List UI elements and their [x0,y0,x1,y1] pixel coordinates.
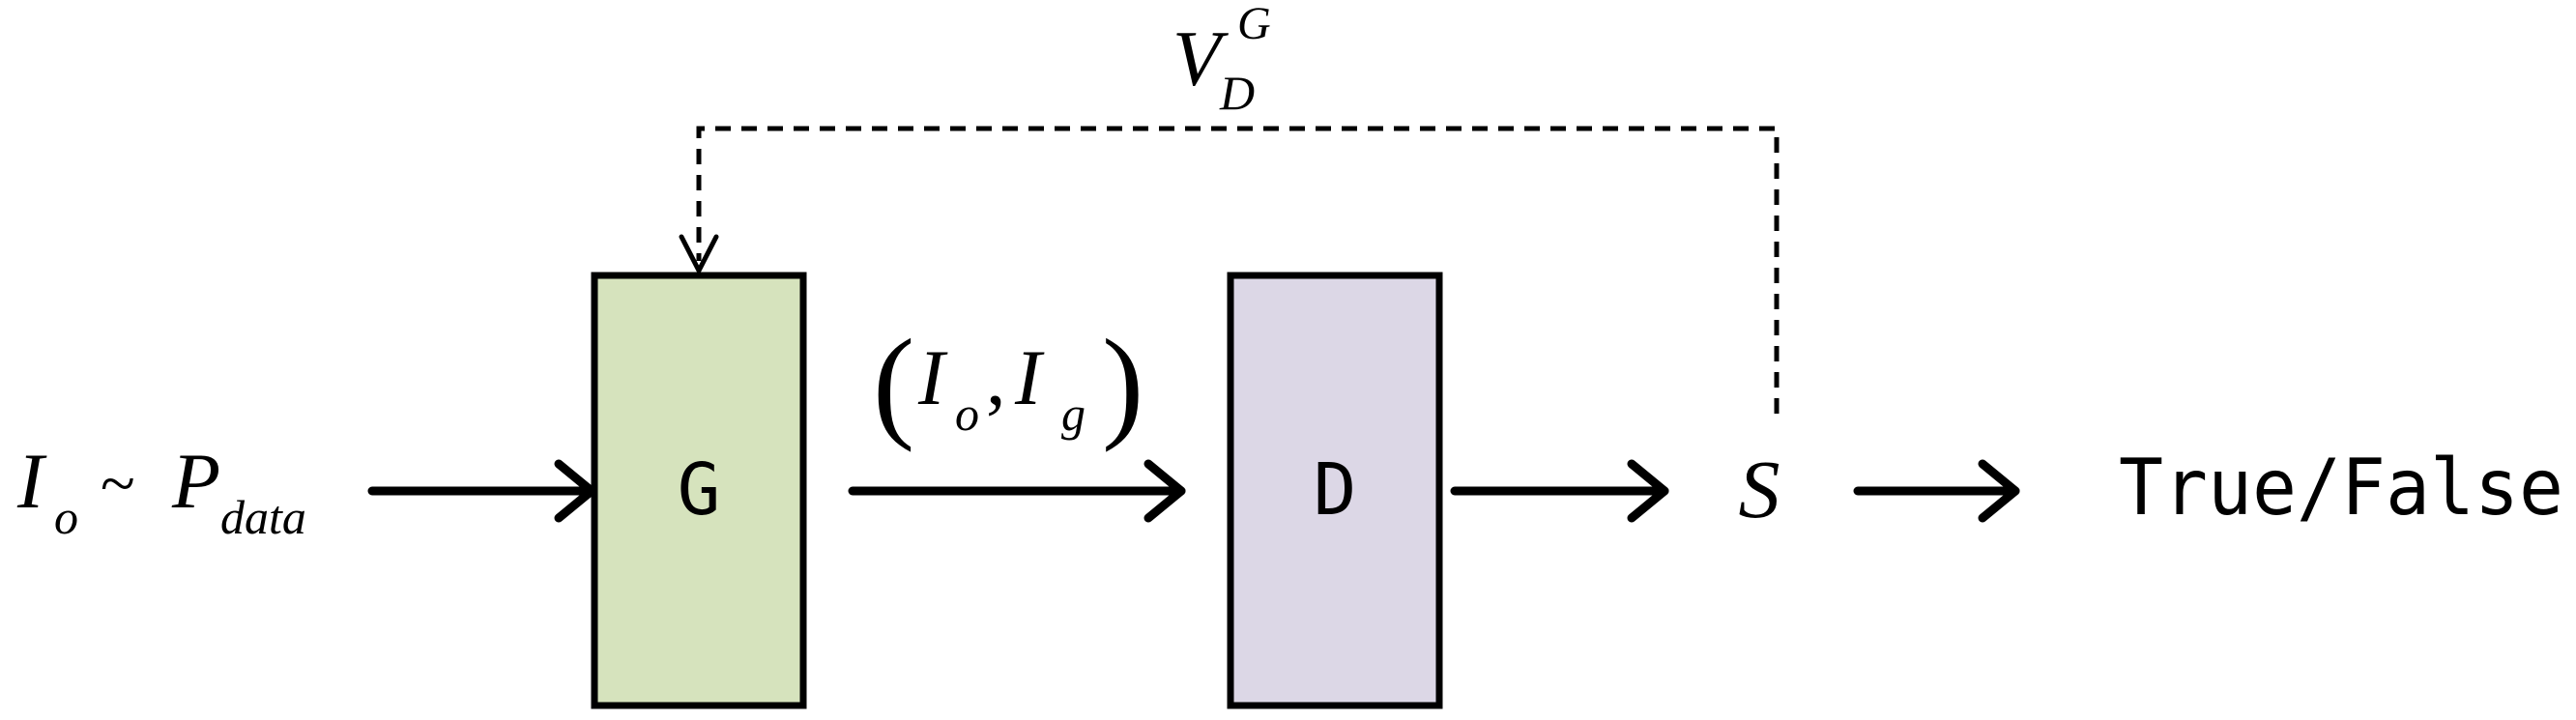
generator-box [591,272,807,709]
arrowhead-score-to-output [1978,459,2020,523]
feedback-sub: D [1219,66,1255,120]
feedback-sup: G [1237,0,1271,49]
generator-label: G [678,448,721,532]
pair-open-paren: ( [873,314,914,453]
arrowhead-discriminator-to-score [1627,459,1669,523]
pair-sub2: g [1061,387,1085,441]
arrowhead-generator-to-discriminator [1143,459,1186,523]
input-label: I o ~ P data [16,437,306,544]
discriminator-label: D [1314,448,1357,532]
pair-comma: , [986,333,1006,421]
score-label: S [1739,443,1780,535]
discriminator-block: D [1227,272,1443,709]
feedback-dashed-path [696,126,1780,414]
input-dist-sub: data [220,490,306,544]
pair-close-paren: ) [1102,314,1143,453]
feedback-label: V D G [1172,0,1271,120]
feedback-arrowhead [679,234,719,274]
output-label: True/False [2119,443,2563,533]
input-tilde: ~ [101,448,135,519]
input-sub: o [54,490,78,544]
discriminator-box [1227,272,1443,709]
input-var: I [16,437,47,525]
pair-var2: I [1014,333,1045,421]
pair-var1: I [917,333,948,421]
pair-label: ( I o , I g ) [873,314,1143,453]
pair-sub1: o [955,387,979,441]
input-dist: P [171,437,220,525]
feedback-var: V [1172,14,1229,102]
generator-block: G [591,272,807,709]
